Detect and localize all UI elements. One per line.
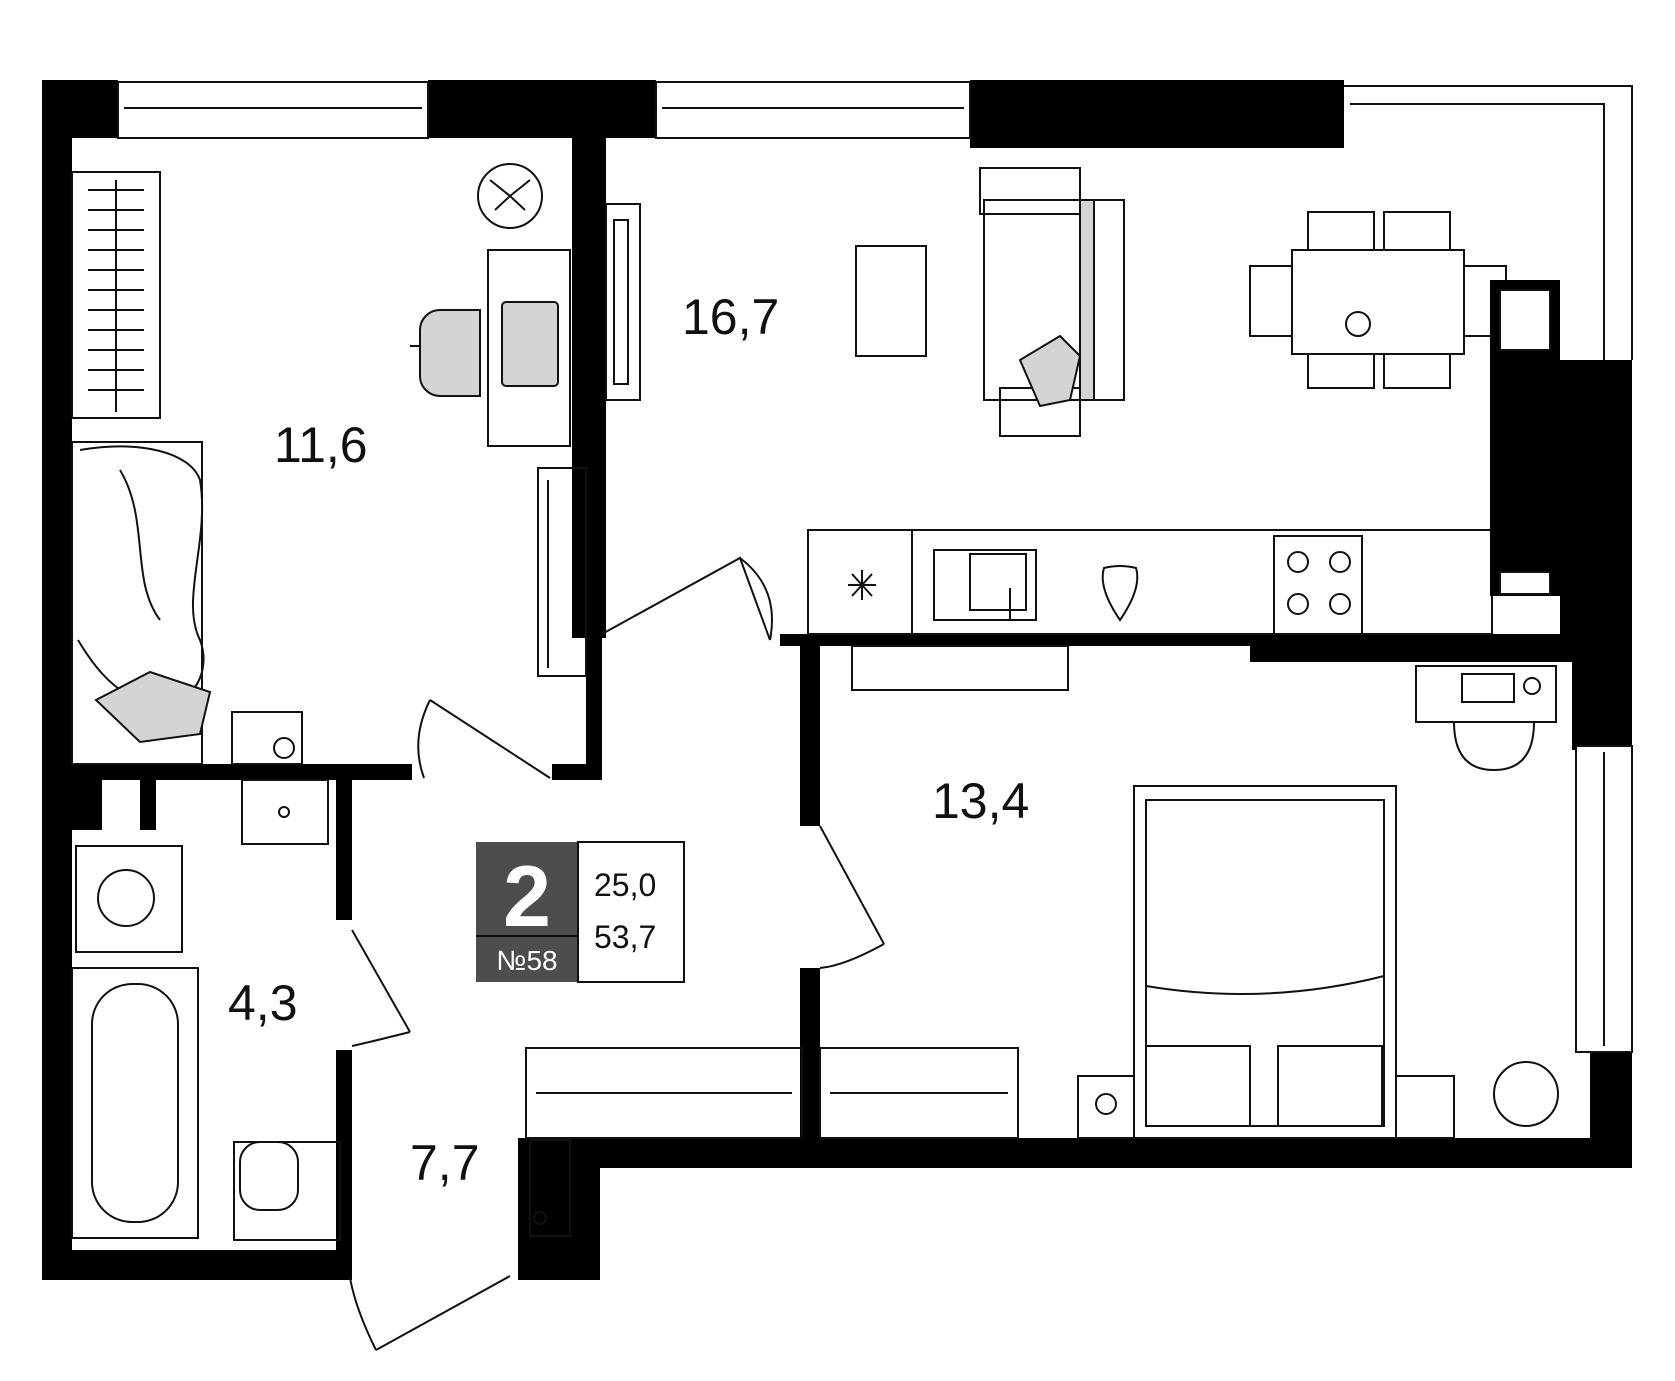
room-area-bathroom: 4,3 [228, 975, 298, 1031]
living-kitchen [605, 167, 1560, 635]
badge-background [476, 842, 578, 982]
apartment-badge: 2 №58 25,0 53,7 [476, 841, 685, 983]
bathroom [71, 779, 341, 1241]
room-labels: 11,6 16,7 13,4 4,3 7,7 [228, 289, 1029, 1191]
living-area: 25,0 [594, 867, 656, 903]
small-bedroom [71, 163, 587, 765]
wardrobe-hangers [88, 180, 144, 412]
hallway [525, 1047, 803, 1237]
windows [117, 81, 1633, 1053]
main-bedroom [819, 645, 1559, 1139]
room-area-bedroom-small: 11,6 [274, 417, 368, 473]
total-area: 53,7 [594, 919, 656, 955]
walls [42, 80, 1632, 1280]
rooms-count: 2 [503, 849, 551, 945]
room-area-hallway: 7,7 [410, 1135, 480, 1191]
apartment-number: №58 [496, 945, 557, 976]
doors [349, 556, 885, 1351]
room-area-living-kitchen: 16,7 [682, 289, 779, 345]
room-area-bedroom-main: 13,4 [932, 773, 1029, 829]
